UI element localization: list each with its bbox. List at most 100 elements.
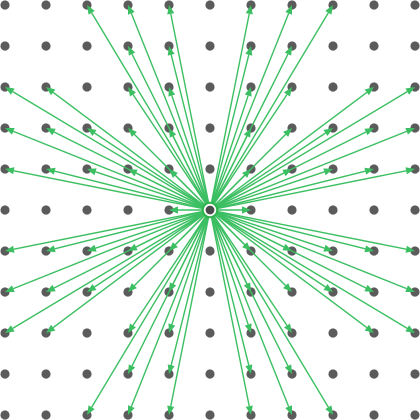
- arrow-head: [405, 325, 415, 333]
- arrow-head: [167, 405, 175, 415]
- arrows: [5, 5, 415, 415]
- arrow-head: [325, 5, 333, 15]
- arrow: [128, 209, 211, 374]
- arrow: [209, 5, 333, 211]
- arrow-shaft: [209, 95, 249, 211]
- grid-dot: [205, 164, 215, 174]
- arrow-shaft: [209, 170, 407, 211]
- arrow: [5, 167, 211, 211]
- arrow: [167, 209, 211, 374]
- arrow-head: [405, 167, 415, 175]
- arrow-head: [128, 405, 135, 415]
- arrow-shaft: [52, 209, 211, 329]
- arrow-head: [245, 46, 253, 56]
- arrow: [5, 209, 211, 292]
- center-point: [201, 201, 219, 219]
- arrow-shaft: [209, 209, 407, 250]
- arrow: [209, 209, 333, 415]
- arrow-shaft: [209, 132, 326, 211]
- center-dot: [205, 205, 215, 215]
- arrow-head: [243, 128, 251, 138]
- arrow: [46, 209, 211, 292]
- arrow: [46, 209, 211, 333]
- grid-dot: [205, 0, 215, 10]
- arrow-head: [168, 323, 176, 333]
- grid-dot: [328, 205, 338, 215]
- arrow-head: [5, 285, 15, 292]
- arrow-shaft: [91, 209, 211, 408]
- arrow-head: [405, 87, 415, 95]
- arrow-shaft: [209, 209, 289, 367]
- arrow-shaft: [132, 209, 211, 326]
- arrow: [209, 87, 415, 211]
- arrow: [209, 209, 415, 253]
- arrow-shaft: [130, 13, 211, 211]
- arrow-head: [325, 405, 333, 415]
- arrow: [209, 209, 415, 292]
- arrow: [209, 209, 292, 415]
- arrow-shaft: [209, 209, 408, 329]
- arrow-head: [87, 128, 97, 136]
- grid-dot: [369, 41, 379, 51]
- arrow-shaft: [209, 209, 325, 249]
- arrow: [209, 46, 253, 211]
- grid-dot: [369, 369, 379, 379]
- arrow-shaft: [209, 209, 366, 250]
- arrow: [209, 128, 333, 211]
- arrow-shaft: [91, 12, 211, 211]
- arrow-shaft: [95, 171, 211, 211]
- arrow: [46, 167, 211, 211]
- grid-dot: [205, 287, 215, 297]
- grid-dot: [41, 41, 51, 51]
- arrow-head: [46, 128, 56, 136]
- arrow-shaft: [12, 209, 211, 329]
- grid-dot: [82, 41, 92, 51]
- arrow-shaft: [94, 209, 211, 288]
- grid-dot: [0, 205, 10, 215]
- arrow: [209, 128, 251, 211]
- arrow: [128, 209, 211, 292]
- arrow: [209, 167, 415, 211]
- arrow-head: [285, 405, 292, 415]
- arrow-head: [128, 323, 136, 333]
- arrow-head: [283, 283, 292, 292]
- arrow-head: [128, 364, 136, 374]
- arrow: [209, 87, 252, 211]
- arrow-head: [323, 244, 333, 252]
- grid-dot: [205, 82, 215, 92]
- arrow-head: [282, 169, 292, 177]
- grid-dot: [205, 328, 215, 338]
- arrow-shaft: [132, 94, 211, 211]
- arrow-shaft: [209, 209, 367, 289]
- arrow-shaft: [131, 209, 211, 367]
- arrow: [209, 209, 333, 292]
- arrow: [87, 209, 211, 252]
- arrow: [128, 209, 211, 415]
- grid-dot: [82, 82, 92, 92]
- arrow-head: [284, 323, 292, 333]
- arrow-shaft: [209, 209, 288, 326]
- arrow-shaft: [209, 209, 407, 290]
- arrow-head: [168, 87, 176, 97]
- arrow: [46, 87, 211, 211]
- arrow-head: [167, 46, 175, 56]
- arrow-shaft: [54, 170, 211, 211]
- arrow-head: [87, 405, 95, 415]
- arrow-head: [323, 284, 333, 292]
- arrow: [209, 5, 253, 211]
- arrow-head: [169, 169, 178, 178]
- arrow-head: [5, 245, 15, 253]
- grid-dot: [41, 0, 51, 10]
- arrow: [167, 46, 211, 211]
- grid-dot: [328, 41, 338, 51]
- arrow: [209, 209, 374, 292]
- arrow-shaft: [209, 209, 250, 407]
- arrow-shaft: [209, 94, 288, 211]
- arrow-shaft: [209, 13, 250, 211]
- grid-dot: [0, 410, 10, 420]
- arrow: [209, 87, 374, 211]
- arrow-head: [323, 168, 333, 176]
- arrow-shaft: [170, 209, 211, 407]
